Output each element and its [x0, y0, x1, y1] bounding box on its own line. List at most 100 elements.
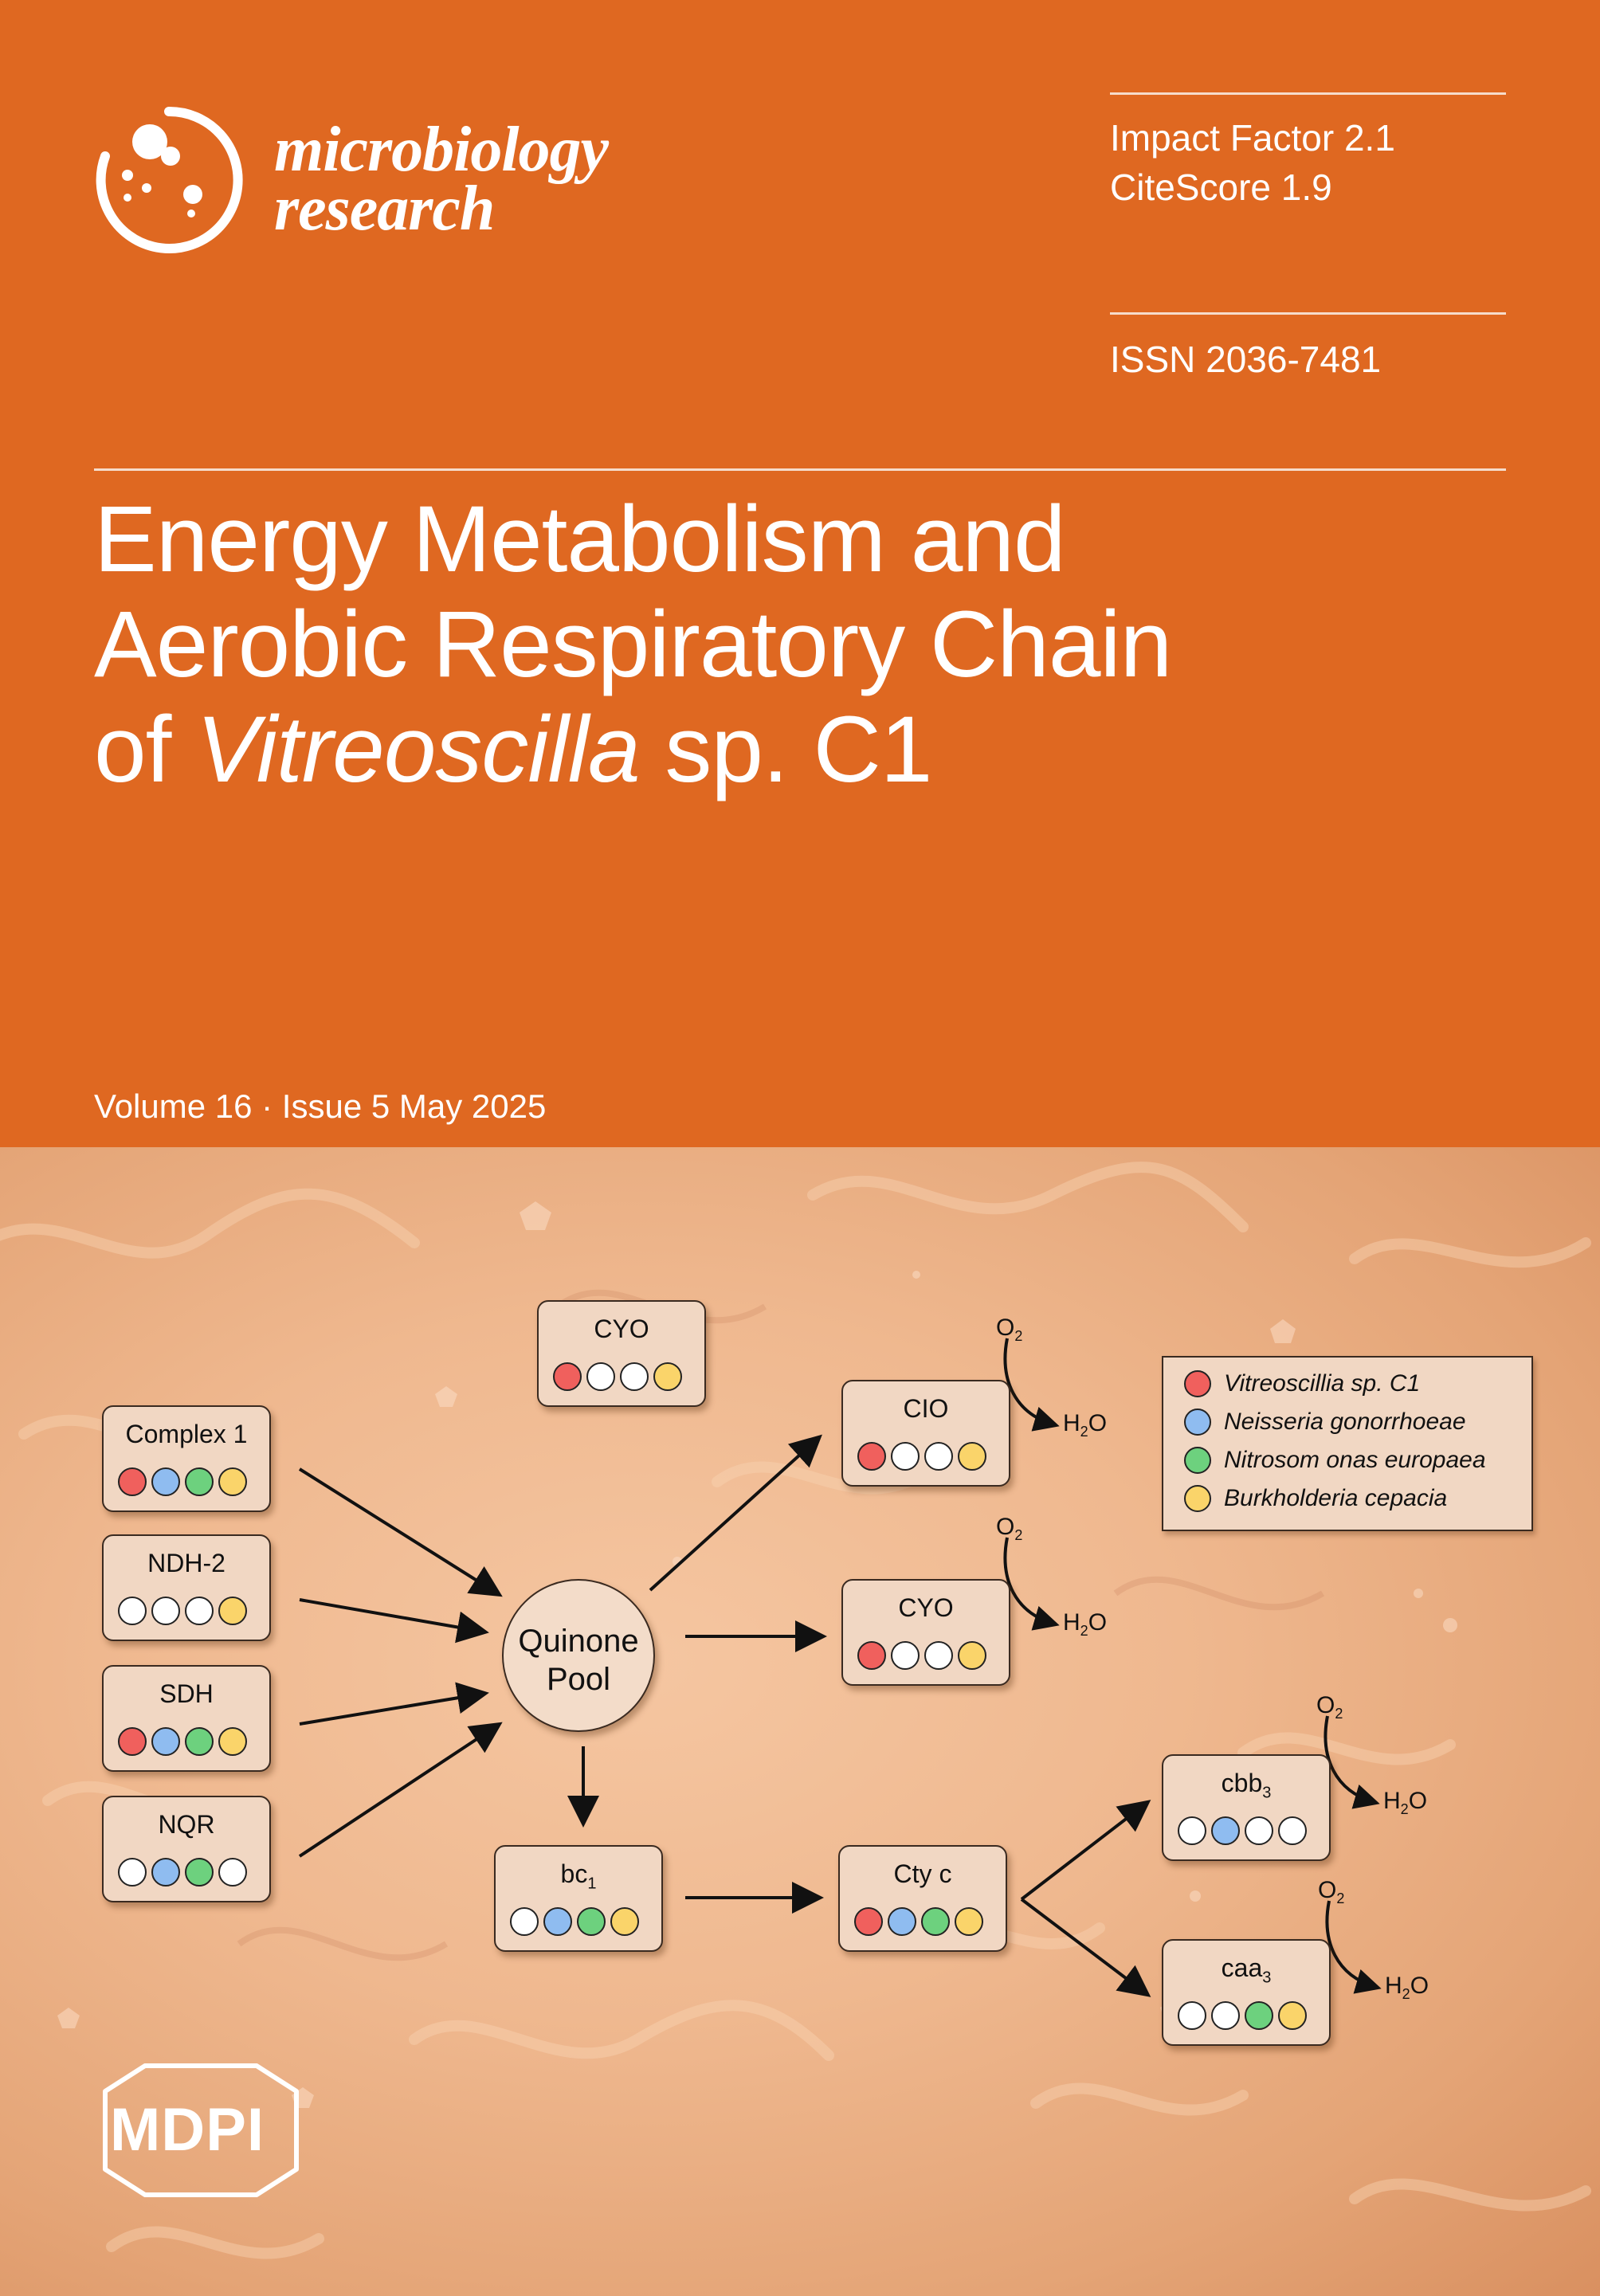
cover-header: microbiology research Impact Factor 2.1 … [0, 0, 1600, 1147]
species-dot-blue [151, 1858, 180, 1887]
h2o-sub: 2 [1402, 1986, 1410, 2002]
o-text: O [996, 1514, 1015, 1540]
o2-sub: 2 [1014, 1328, 1023, 1344]
mdpi-logo-icon [103, 2063, 299, 2197]
h2o-label-caa3: H2O [1385, 1973, 1429, 2002]
o2-arrow-cbb3 [1324, 1715, 1380, 1809]
caa-text: caa [1221, 1953, 1263, 1982]
species-dots [857, 1442, 986, 1471]
species-dot-white [1245, 1816, 1273, 1845]
species-legend: Vitreoscillia sp. C1 Neisseria gonorrhoe… [1162, 1356, 1533, 1531]
box-cbb3: cbb3 [1162, 1754, 1331, 1861]
legend-dot [1184, 1485, 1211, 1512]
cbb-text: cbb [1221, 1769, 1263, 1797]
species-dot-blue [888, 1907, 916, 1936]
species-dot-yellow [653, 1362, 682, 1391]
arrow-nqr-to-pool [298, 1722, 503, 1858]
o-text: O [996, 1315, 1015, 1341]
title-prefix: of [94, 697, 197, 802]
arrow-ctyc-to-cbb3 [1020, 1800, 1151, 1901]
o2-label-cyo: O2 [996, 1514, 1023, 1543]
species-dot-yellow [610, 1907, 639, 1936]
species-dot-green [185, 1858, 214, 1887]
species-dot-yellow [218, 1727, 247, 1756]
species-dot-white [924, 1442, 953, 1471]
title-suffix: sp. C1 [639, 697, 932, 802]
species-dots [1178, 1816, 1307, 1845]
box-label: SDH [159, 1679, 214, 1708]
species-dots [1178, 2001, 1307, 2030]
legend-label: Neisseria gonorrhoeae [1224, 1409, 1466, 1435]
box-ctyc: Cty c [838, 1845, 1007, 1952]
species-dot-red [118, 1467, 147, 1496]
o2-label-cio: O2 [996, 1315, 1023, 1344]
species-dot-yellow [218, 1467, 247, 1496]
species-dot-white [1178, 2001, 1206, 2030]
species-dot-white [1178, 1816, 1206, 1845]
arrow-pool-to-cio [649, 1434, 822, 1592]
pool-line1: Quinone [518, 1624, 639, 1659]
species-dot-yellow [218, 1597, 247, 1625]
species-dot-white [151, 1597, 180, 1625]
species-dot-blue [151, 1467, 180, 1496]
species-dot-yellow [958, 1442, 986, 1471]
species-dot-red [854, 1907, 883, 1936]
issn: ISSN 2036-7481 [1110, 339, 1382, 380]
species-dot-white [510, 1907, 539, 1936]
o2-sub: 2 [1335, 1706, 1343, 1722]
o2-label-cbb3: O2 [1316, 1694, 1343, 1722]
box-label: cbb3 [1163, 1770, 1329, 1800]
journal-name-line1: microbiology [274, 115, 609, 185]
box-cyo-mid: CYO [841, 1579, 1010, 1686]
legend-item: Neisseria gonorrhoeae [1184, 1409, 1466, 1436]
legend-dot [1184, 1370, 1211, 1397]
box-label: caa3 [1163, 1955, 1329, 1985]
mdpi-logo-text: MDPI [110, 2096, 265, 2164]
header-rule-1 [1110, 92, 1506, 95]
box-cyo-top: CYO [537, 1300, 706, 1407]
species-dot-white [620, 1362, 649, 1391]
box-label: CYO [594, 1315, 649, 1343]
box-label: NQR [158, 1810, 215, 1839]
title-rule [94, 468, 1506, 471]
species-dots [510, 1907, 639, 1936]
species-dot-white [924, 1641, 953, 1670]
o2-sub: 2 [1014, 1527, 1023, 1543]
o2-arrow-caa3 [1325, 1900, 1382, 1994]
h-text: H [1063, 1609, 1080, 1636]
arrow-ctyc-to-caa3 [1020, 1898, 1151, 1997]
h2o-sub: 2 [1080, 1623, 1088, 1639]
o2-label-caa3: O2 [1318, 1879, 1344, 1906]
header-rule-2 [1110, 312, 1506, 315]
h2o-sub: 2 [1080, 1424, 1088, 1440]
box-label: Cty c [893, 1859, 952, 1888]
species-dots [118, 1727, 247, 1756]
box-bc1: bc1 [494, 1845, 663, 1952]
species-dots [118, 1858, 247, 1887]
box-label: CIO [903, 1394, 949, 1423]
arrow-sdh-to-pool [299, 1682, 489, 1726]
species-dot-white [1278, 1816, 1307, 1845]
petri-dish-icon [96, 106, 243, 253]
box-nqr: NQR [102, 1796, 271, 1902]
pool-line2: Pool [546, 1662, 611, 1697]
box-label: Complex 1 [125, 1420, 248, 1448]
species-dot-red [857, 1641, 886, 1670]
citescore: CiteScore 1.9 [1110, 167, 1332, 208]
species-dot-green [185, 1727, 214, 1756]
legend-item: Nitrosom onas europaea [1184, 1447, 1486, 1474]
box-label: CYO [898, 1593, 954, 1622]
cbb-subscript: 3 [1262, 1784, 1272, 1802]
legend-label: Vitreoscillia sp. C1 [1224, 1370, 1421, 1397]
bc-subscript: 1 [587, 1875, 597, 1893]
box-label: NDH-2 [147, 1549, 225, 1577]
o-text: O [1088, 1410, 1108, 1436]
o2-sub: 2 [1336, 1890, 1345, 1906]
arrow-complex1-to-pool [298, 1467, 503, 1597]
species-dot-white [118, 1597, 147, 1625]
species-dots [857, 1641, 986, 1670]
o-text: O [1410, 1973, 1429, 1999]
respiratory-chain-arrows [298, 1338, 1382, 1997]
h2o-label-cio: H2O [1063, 1410, 1108, 1440]
species-dot-white [1211, 2001, 1240, 2030]
